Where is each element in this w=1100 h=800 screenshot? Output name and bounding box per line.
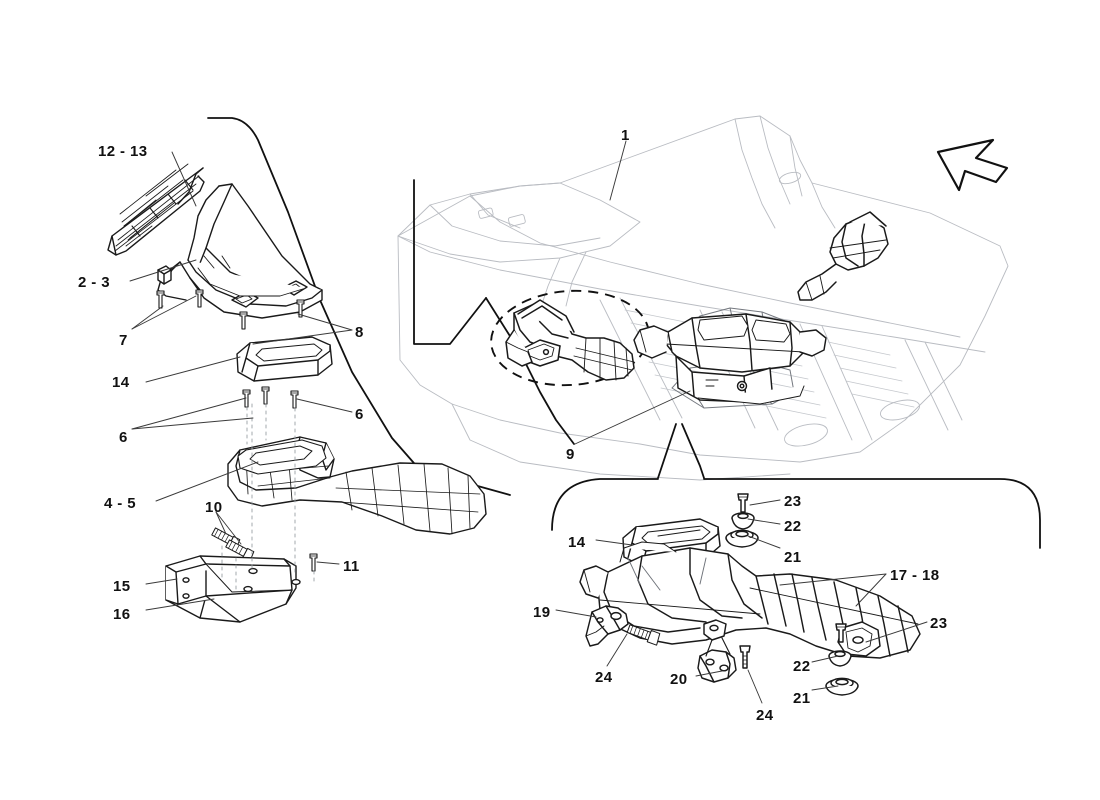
callout-15: 15 <box>113 578 131 595</box>
panel-divider-lines <box>207 117 1041 549</box>
callout-21-bottom: 21 <box>793 690 811 707</box>
callout-14-right: 14 <box>568 534 586 551</box>
callout-23-bottom-leader <box>865 621 928 643</box>
part-grommet-22-top <box>731 512 755 530</box>
callout-6-left: 6 <box>119 429 128 446</box>
callout-22-bottom: 22 <box>793 658 811 675</box>
assembly-duct-left <box>505 299 635 381</box>
part-bracket-15-16 <box>165 555 301 623</box>
callout-19-leader <box>555 609 597 618</box>
callout-11: 11 <box>343 558 360 575</box>
part-screw-10 <box>211 527 255 562</box>
callout-1-leader <box>609 140 627 201</box>
callout-7-leader <box>131 305 164 330</box>
assembly-filter-box <box>633 313 827 405</box>
callout-17-18-leader <box>779 573 887 586</box>
callout-6-right-leader <box>296 398 353 413</box>
callout-2-3-leader <box>129 259 197 282</box>
callout-20: 20 <box>670 671 688 688</box>
callout-6-left-leader <box>131 397 247 430</box>
part-grommet-22-bottom <box>828 650 852 667</box>
part-cowl-trim-2-3 <box>157 183 323 319</box>
part-bolt-23-bottom <box>835 623 847 643</box>
part-bushing-21-bottom <box>825 677 859 696</box>
callout-20-leader <box>695 670 723 677</box>
part-seal-14-left <box>236 336 333 382</box>
callout-4-5: 4 - 5 <box>104 495 137 512</box>
callout-21-top: 21 <box>784 549 802 566</box>
callout-21-top-leader <box>747 535 781 549</box>
part-bolt-11 <box>309 553 318 572</box>
callout-11-leader <box>316 561 340 565</box>
callout-21-bottom-leader <box>811 685 839 691</box>
callout-24-right-leader <box>747 669 763 704</box>
part-bolt-23-top <box>737 493 749 513</box>
direction-arrow-icon <box>936 138 1009 192</box>
callout-8: 8 <box>355 324 364 341</box>
callout-24-left: 24 <box>595 669 613 686</box>
part-bolt-6 <box>242 386 299 409</box>
callout-10-leader <box>215 511 227 535</box>
callout-19: 19 <box>533 604 551 621</box>
part-duct-4-5 <box>227 436 487 535</box>
callout-2-3: 2 - 3 <box>78 274 111 291</box>
callout-24-left-leader <box>606 633 628 667</box>
callout-8-leader <box>297 313 353 331</box>
part-duct-17-18 <box>579 541 921 659</box>
callout-16: 16 <box>113 606 131 623</box>
callout-10-leader <box>215 511 242 545</box>
callout-22-top-leader <box>747 518 781 525</box>
callout-10: 10 <box>205 499 223 516</box>
callout-23-bottom: 23 <box>930 615 948 632</box>
callout-8-leader <box>252 329 353 345</box>
callout-14-right-leader <box>595 539 633 546</box>
callout-7-leader <box>131 295 197 330</box>
callout-24-right: 24 <box>756 707 774 724</box>
callout-23-top-leader <box>749 499 781 506</box>
callout-6-right: 6 <box>355 406 364 423</box>
part-bracket-20 <box>697 619 737 683</box>
callout-22-bottom-leader <box>811 655 839 663</box>
callout-9-leader <box>574 390 691 445</box>
part-bushing-21-top <box>725 529 759 548</box>
callout-15-leader <box>145 578 178 585</box>
callout-16-leader <box>145 598 215 611</box>
callout-17-18: 17 - 18 <box>890 567 940 584</box>
callout-1: 1 <box>621 127 630 144</box>
part-screw-24-left <box>626 624 661 646</box>
callout-14-left: 14 <box>112 374 130 391</box>
callout-23-top: 23 <box>784 493 802 510</box>
callout-4-5-leader <box>155 461 259 502</box>
callout-14-left-leader <box>145 356 241 383</box>
part-grille-12-13 <box>107 163 205 256</box>
callout-12-13-leader <box>171 151 197 207</box>
assembly-duct-right <box>797 211 889 301</box>
callout-7: 7 <box>119 332 128 349</box>
callout-22-top: 22 <box>784 518 802 535</box>
callout-9: 9 <box>566 446 575 463</box>
callout-6-left-leader <box>131 417 254 430</box>
callout-17-18-leader <box>855 573 887 607</box>
callout-12-13: 12 - 13 <box>98 143 148 160</box>
part-screw-24-right <box>739 645 751 669</box>
part-bracket-19 <box>585 605 629 647</box>
callout-leader-lines <box>129 140 928 704</box>
